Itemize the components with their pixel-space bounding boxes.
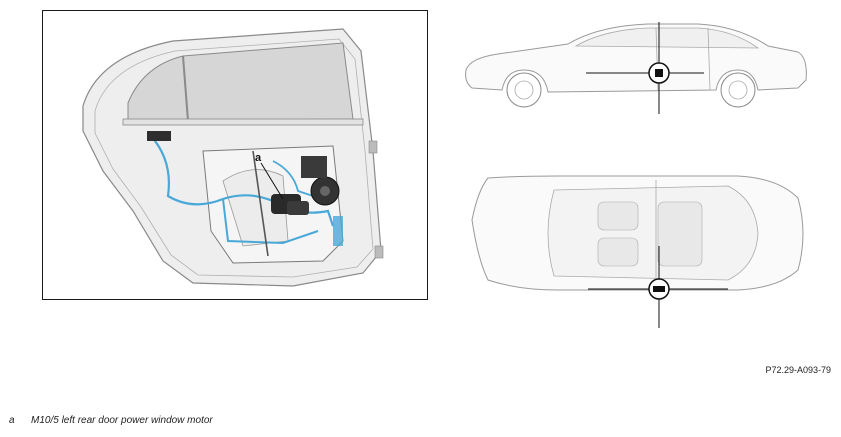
top-locator-marker: [588, 246, 728, 328]
vehicle-side-view: [465, 22, 807, 114]
callout-label-a: a: [255, 152, 262, 164]
legend-item: a M10/5 left rear door power window motor: [9, 415, 213, 426]
rear-door-illustration: a: [82, 28, 384, 287]
callout-leader: [260, 162, 284, 200]
lock-module: [301, 156, 327, 178]
figure-reference-code: P72.29-A093-79: [765, 365, 831, 375]
side-locator-marker: [586, 22, 704, 114]
legend-letter: a: [9, 415, 15, 426]
connector-block: [147, 131, 171, 141]
door-detail-frame: a: [42, 10, 428, 300]
legend-text: M10/5 left rear door power window motor: [31, 415, 213, 426]
vehicle-top-view: [471, 175, 804, 328]
